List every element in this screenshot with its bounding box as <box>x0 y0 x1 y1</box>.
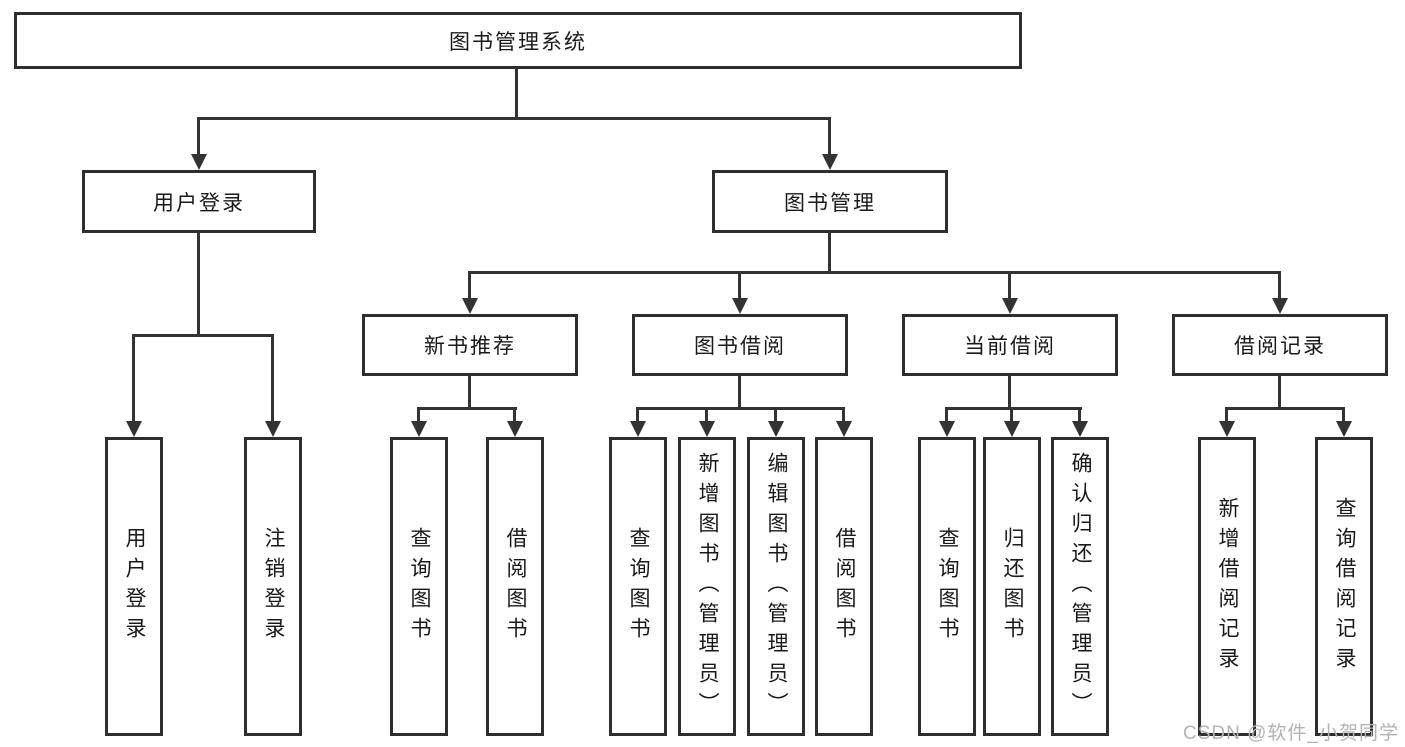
connector-line <box>1278 376 1281 409</box>
node-label: 图书管理系统 <box>449 30 587 54</box>
connector-line <box>1078 409 1081 422</box>
connector-line <box>945 409 948 422</box>
connector-line <box>468 272 471 299</box>
arrowhead-icon <box>1004 421 1020 437</box>
node-book-borrowing: 图书借阅 <box>632 314 848 376</box>
arrowhead-icon <box>1219 421 1235 437</box>
leaf-logout: 注销登录 <box>244 437 302 736</box>
node-label: 查询图书 <box>627 526 651 647</box>
arrowhead-icon <box>699 421 715 437</box>
leaf-query-borrow-record: 查询借阅记录 <box>1315 437 1373 736</box>
arrowhead-icon <box>1272 298 1288 314</box>
node-label: 新增借阅记录 <box>1216 496 1240 677</box>
leaf-add-books-admin: 新增图书（管理员） <box>678 437 736 736</box>
arrowhead-icon <box>411 421 427 437</box>
connector-line <box>197 233 200 336</box>
node-user-login: 用户登录 <box>82 170 316 233</box>
connector-line <box>828 233 831 273</box>
arrowhead-icon <box>191 154 207 170</box>
connector-line <box>271 336 274 422</box>
arrowhead-icon <box>939 421 955 437</box>
leaf-query-books-current: 查询图书 <box>918 437 976 736</box>
leaf-borrow-books: 借阅图书 <box>815 437 873 736</box>
connector-line <box>738 376 741 409</box>
node-label: 新书推荐 <box>424 335 516 358</box>
leaf-user-login: 用户登录 <box>105 437 163 736</box>
node-label: 借阅图书 <box>504 526 528 647</box>
node-label: 图书借阅 <box>694 335 786 358</box>
node-new-book-recommendation: 新书推荐 <box>362 314 578 376</box>
arrowhead-icon <box>1002 298 1018 314</box>
leaf-confirm-return-admin: 确认归还（管理员） <box>1051 437 1109 736</box>
arrowhead-icon <box>1072 421 1088 437</box>
leaf-query-books-recommend: 查询图书 <box>390 437 448 736</box>
connector-line <box>515 69 518 118</box>
node-label: 查询图书 <box>408 526 432 647</box>
connector-line <box>1008 272 1011 299</box>
connector-line <box>1008 376 1011 409</box>
node-label: 借阅记录 <box>1234 335 1326 358</box>
connector-line <box>842 409 845 422</box>
connector-line <box>828 118 831 155</box>
connector-line <box>1342 409 1345 422</box>
node-label: 编辑图书（管理员） <box>765 451 789 722</box>
leaf-return-books: 归还图书 <box>983 437 1041 736</box>
arrowhead-icon <box>822 154 838 170</box>
node-label: 当前借阅 <box>964 335 1056 358</box>
node-label: 确认归还（管理员） <box>1069 451 1093 722</box>
node-book-system: 图书管理系统 <box>14 12 1022 69</box>
leaf-add-borrow-record: 新增借阅记录 <box>1198 437 1256 736</box>
connector-line <box>1278 272 1281 299</box>
node-label: 查询借阅记录 <box>1333 496 1357 677</box>
csdn-watermark: CSDN @软件_小贺同学 <box>1183 723 1399 744</box>
connector-line <box>705 409 708 422</box>
node-label: 用户登录 <box>123 526 147 647</box>
arrowhead-icon <box>462 298 478 314</box>
node-label: 用户登录 <box>153 191 245 215</box>
connector-line <box>513 409 516 422</box>
node-current-borrowing: 当前借阅 <box>902 314 1118 376</box>
leaf-borrow-books-recommend: 借阅图书 <box>486 437 544 736</box>
arrowhead-icon <box>630 421 646 437</box>
node-label: 图书管理 <box>784 191 876 215</box>
arrowhead-icon <box>836 421 852 437</box>
connector-line <box>468 271 1281 274</box>
arrowhead-icon <box>126 421 142 437</box>
connector-line <box>197 118 200 155</box>
connector-line <box>774 409 777 422</box>
node-label: 注销登录 <box>262 526 286 647</box>
leaf-query-books-borrow: 查询图书 <box>609 437 667 736</box>
connector-line <box>1010 409 1013 422</box>
node-label: 新增图书（管理员） <box>696 451 720 722</box>
node-book-management: 图书管理 <box>712 170 948 233</box>
leaf-edit-books-admin: 编辑图书（管理员） <box>747 437 805 736</box>
node-label: 查询图书 <box>936 526 960 647</box>
connector-line <box>1225 409 1228 422</box>
connector-line <box>945 407 1082 410</box>
connector-line <box>636 409 639 422</box>
arrowhead-icon <box>1336 421 1352 437</box>
connector-line <box>468 376 471 409</box>
connector-line <box>417 407 517 410</box>
arrowhead-icon <box>732 298 748 314</box>
connector-line <box>197 117 831 120</box>
arrowhead-icon <box>265 421 281 437</box>
connector-line <box>738 272 741 299</box>
arrowhead-icon <box>768 421 784 437</box>
node-label: 归还图书 <box>1001 526 1025 647</box>
connector-line <box>636 407 845 410</box>
connector-line <box>1225 407 1345 410</box>
node-label: 借阅图书 <box>833 526 857 647</box>
node-borrowing-records: 借阅记录 <box>1172 314 1388 376</box>
arrowhead-icon <box>507 421 523 437</box>
connector-line <box>417 409 420 422</box>
connector-line <box>132 336 135 422</box>
connector-line <box>132 334 274 337</box>
